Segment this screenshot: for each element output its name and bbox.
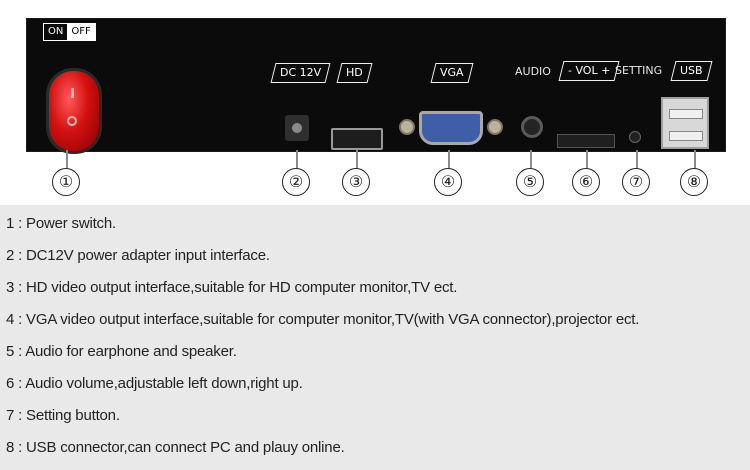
description-line-5: 5 : Audio for earphone and speaker. — [6, 343, 237, 360]
callout-line-5 — [530, 150, 532, 168]
switch-off-label: OFF — [67, 24, 95, 40]
callout-line-3 — [356, 150, 358, 168]
setting-button — [629, 131, 641, 143]
switch-on-label: ON — [44, 24, 68, 40]
volume-label: - VOL + — [558, 61, 620, 81]
callout-line-2 — [296, 150, 298, 168]
audio-label: AUDIO — [515, 65, 551, 78]
power-off-mark — [67, 116, 77, 126]
callout-number-6: ⑥ — [572, 168, 600, 196]
usb-label: USB — [670, 61, 713, 81]
description-line-2: 2 : DC12V power adapter input interface. — [6, 247, 270, 264]
vga-screw-right — [487, 119, 503, 135]
callout-number-4: ④ — [434, 168, 462, 196]
power-switch-label: ON OFF — [43, 23, 96, 41]
power-switch — [49, 71, 99, 151]
callout-number-7: ⑦ — [622, 168, 650, 196]
callout-number-1: ① — [52, 168, 80, 196]
device-illustration: ON OFF DC 12V HD VGA AUDIO - VOL + SETTI… — [0, 0, 750, 205]
callout-number-2: ② — [282, 168, 310, 196]
description-line-1: 1 : Power switch. — [6, 215, 116, 232]
volume-button — [557, 134, 615, 148]
callout-number-3: ③ — [342, 168, 370, 196]
callout-line-8 — [694, 150, 696, 168]
device-back-panel: ON OFF DC 12V HD VGA AUDIO - VOL + SETTI… — [26, 18, 726, 152]
audio-jack — [521, 116, 543, 138]
hd-label: HD — [336, 63, 373, 83]
callout-number-8: ⑧ — [680, 168, 708, 196]
callout-line-4 — [448, 150, 450, 168]
description-line-7: 7 : Setting button. — [6, 407, 120, 424]
vga-connector — [419, 111, 483, 145]
description-line-4: 4 : VGA video output interface,suitable … — [6, 311, 640, 328]
port-description-list: 1 : Power switch. 2 : DC12V power adapte… — [0, 205, 750, 470]
vga-screw-left — [399, 119, 415, 135]
vga-port — [399, 111, 503, 145]
callout-line-7 — [636, 150, 638, 168]
vga-label: VGA — [430, 63, 474, 83]
dc-power-port — [285, 115, 309, 141]
description-line-6: 6 : Audio volume,adjustable left down,ri… — [6, 375, 303, 392]
description-line-3: 3 : HD video output interface,suitable f… — [6, 279, 458, 296]
usb-ports — [661, 97, 709, 149]
callout-number-5: ⑤ — [516, 168, 544, 196]
callout-line-1 — [66, 150, 68, 168]
description-line-8: 8 : USB connector,can connect PC and pla… — [6, 439, 345, 456]
callout-line-6 — [586, 150, 588, 168]
setting-label: SETTING — [615, 64, 663, 77]
dc-label: DC 12V — [270, 63, 331, 83]
hd-port — [331, 128, 383, 150]
power-on-mark — [71, 88, 74, 98]
